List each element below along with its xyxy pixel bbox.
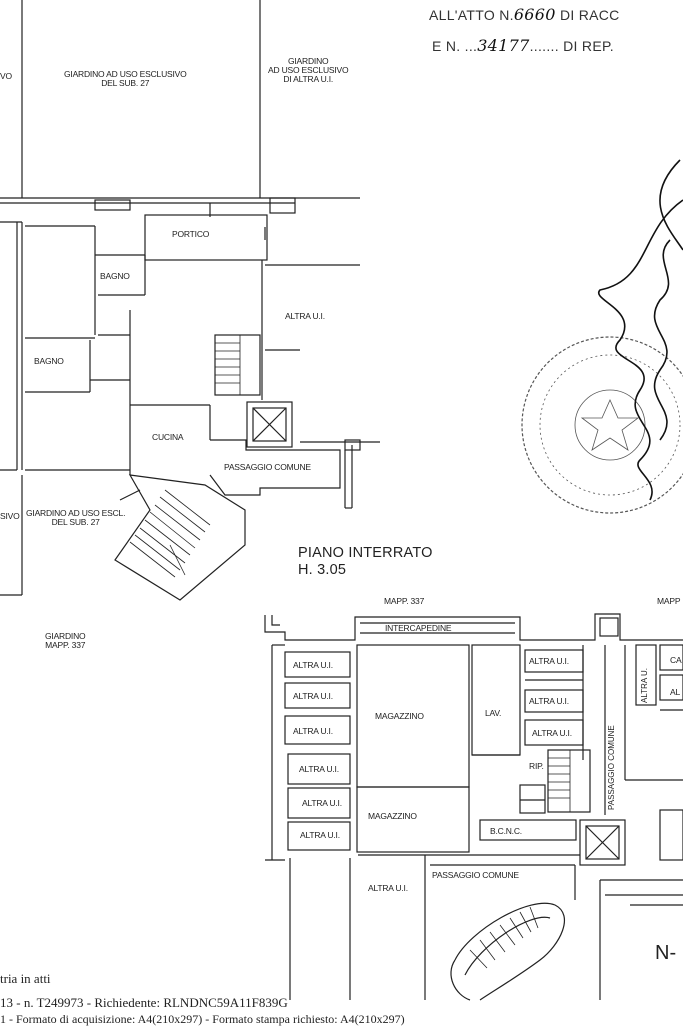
label-right-unit-2: ALTRA U.I. xyxy=(529,696,569,706)
rep-number: 34177 xyxy=(477,36,530,55)
rep-reference-line: E N. ...34177....... DI REP. xyxy=(432,36,614,55)
label-vo: VO xyxy=(0,71,12,81)
label-magazzino-2: MAGAZZINO xyxy=(368,811,417,821)
label-garden-escl: GIARDINO AD USO ESCL. DEL SUB. 27 xyxy=(26,508,126,527)
label-left-unit-6: ALTRA U.I. xyxy=(300,830,340,840)
label-left-unit-2: ALTRA U.I. xyxy=(293,691,333,701)
label-mapp-2: MAPP xyxy=(657,596,681,606)
label-left-unit-4: ALTRA U.I. xyxy=(299,764,339,774)
label-bagno-1: BAGNO xyxy=(100,271,130,281)
label-garden-other: GIARDINO AD USO ESCLUSIVO DI ALTRA U.I. xyxy=(268,56,349,84)
footer-line-2: 13 - n. T249973 - Richiedente: RLNDNC59A… xyxy=(0,995,288,1010)
label-left-unit-3: ALTRA U.I. xyxy=(293,726,333,736)
label-right-unit-3: ALTRA U.I. xyxy=(532,728,572,738)
handwritten-signature xyxy=(597,159,683,501)
footer-line-3: 1 - Formato di acquisizione: A4(210x297)… xyxy=(0,1012,405,1026)
label-altra-vertical: ALTRA U. xyxy=(640,668,649,703)
label-left-unit-1: ALTRA U.I. xyxy=(293,660,333,670)
label-rip: RIP. xyxy=(529,761,544,771)
label-bagno-2: BAGNO xyxy=(34,356,64,366)
label-passaggio-vertical: PASSAGGIO COMUNE xyxy=(607,725,616,810)
upper-floor-walls xyxy=(0,0,380,601)
label-garden-mapp: GIARDINO MAPP. 337 xyxy=(45,631,86,650)
basement-title: PIANO INTERRATO xyxy=(298,545,433,561)
label-passaggio-comune-upper: PASSAGGIO COMUNE xyxy=(224,462,311,472)
label-left-unit-5: ALTRA U.I. xyxy=(302,798,342,808)
basement-height: H. 3.05 xyxy=(298,562,347,578)
label-al: AL xyxy=(670,687,680,697)
label-altra-ui: ALTRA U.I. xyxy=(285,311,325,321)
north-arrow-label: N- xyxy=(655,942,677,964)
label-right-unit-1: ALTRA U.I. xyxy=(529,656,569,666)
atto-reference-line: ALL'ATTO N.6660 DI RACC xyxy=(429,5,620,24)
atto-suffix: DI RACC xyxy=(559,7,620,23)
label-mapp-1: MAPP. 337 xyxy=(384,596,425,606)
rep-suffix: ....... DI REP. xyxy=(529,38,614,54)
label-portico: PORTICO xyxy=(172,229,210,239)
basement-walls xyxy=(264,613,683,1001)
rep-prefix: E N. xyxy=(432,38,461,54)
label-ca: CA xyxy=(670,655,682,665)
label-magazzino-1: MAGAZZINO xyxy=(375,711,424,721)
label-sivo: SIVO xyxy=(0,511,20,521)
label-cucina: CUCINA xyxy=(152,432,184,442)
atto-number: 6660 xyxy=(513,5,556,24)
label-garden-sub27: GIARDINO AD USO ESCLUSIVO DEL SUB. 27 xyxy=(64,69,187,88)
notary-seal-stamp xyxy=(521,336,683,514)
footer-line-1: tria in atti xyxy=(0,971,51,986)
label-intercapedine: INTERCAPEDINE xyxy=(385,623,452,633)
label-altra-ui-bottom: ALTRA U.I. xyxy=(368,883,408,893)
label-passaggio-comune-basement: PASSAGGIO COMUNE xyxy=(432,870,519,880)
label-lav: LAV. xyxy=(485,708,502,718)
atto-prefix: ALL'ATTO N. xyxy=(429,7,514,23)
label-bcnc: B.C.N.C. xyxy=(490,826,522,836)
